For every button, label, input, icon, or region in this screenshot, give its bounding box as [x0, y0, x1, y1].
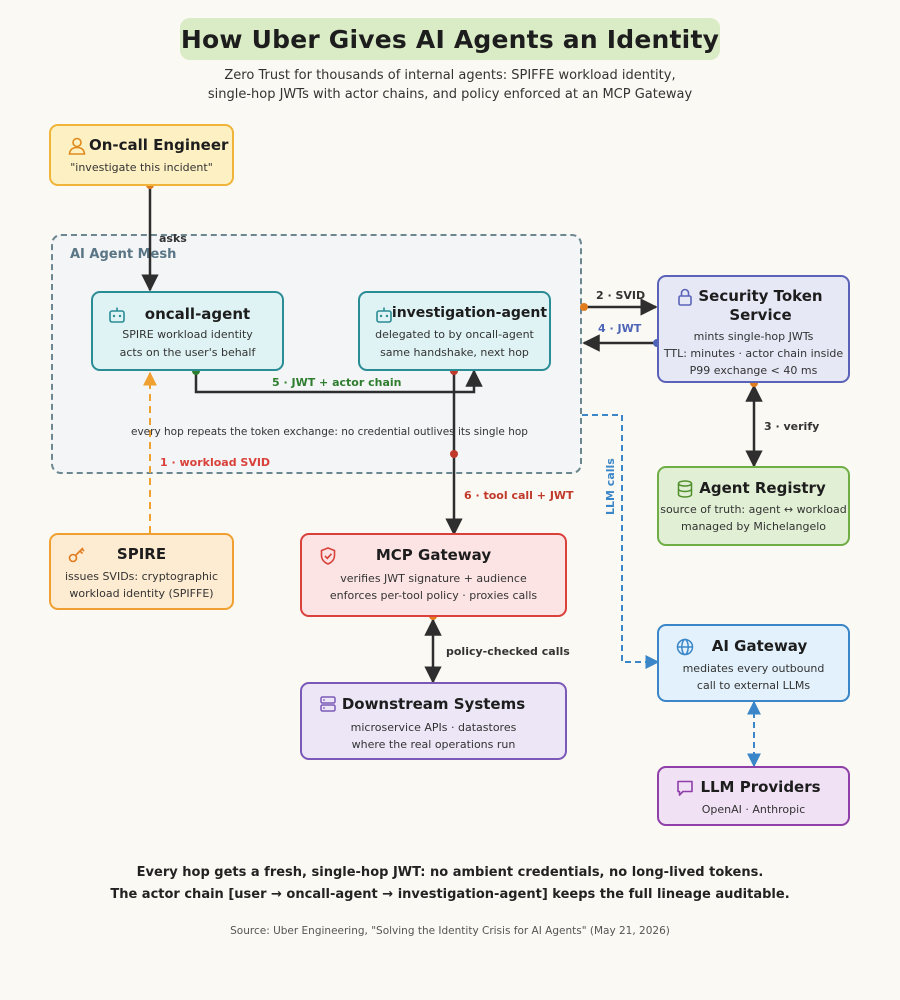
node-desc-1: mints single-hop JWTs [693, 330, 814, 343]
node-title: On-call Engineer [89, 136, 229, 154]
chat-icon [677, 780, 693, 796]
node-title: MCP Gateway [375, 546, 492, 564]
node-desc-1: delegated to by oncall-agent [375, 328, 534, 341]
node-mcp-gateway[interactable]: MCP Gateway verifies JWT signature + aud… [300, 533, 567, 617]
robot-icon [109, 307, 125, 323]
node-title-2: Service [729, 306, 792, 324]
edge-label-verify: 3 · verify [764, 420, 820, 433]
source-credit: Source: Uber Engineering, "Solving the I… [230, 925, 670, 937]
edge-label-llm-calls: LLM calls [604, 458, 617, 515]
node-desc-3: P99 exchange < 40 ms [689, 364, 818, 377]
edge-label-tool-call: 6 · tool call + JWT [464, 489, 574, 502]
edge-label-jwt-actor: 5 · JWT + actor chain [272, 376, 402, 389]
node-oncall-agent[interactable]: oncall-agent SPIRE workload identity act… [91, 291, 284, 371]
server-icon [320, 696, 336, 712]
globe-icon [676, 638, 694, 656]
person-icon [68, 137, 86, 155]
database-icon [677, 480, 693, 498]
node-desc-2: where the real operations run [351, 738, 516, 751]
node-desc-1: mediates every outbound [682, 662, 825, 675]
node-desc-2: call to external LLMs [696, 679, 811, 692]
edge-jwt-actor [194, 369, 483, 394]
edge-label-asks: asks [159, 232, 187, 245]
edge-label-jwt-back: 4 · JWT [598, 322, 642, 335]
node-desc-2: enforces per-tool policy · proxies calls [329, 589, 538, 602]
node-spire[interactable]: SPIRE issues SVIDs: cryptographic worklo… [49, 533, 234, 610]
node-title: oncall-agent [144, 305, 251, 323]
node-title: SPIRE [116, 545, 167, 563]
node-llm-providers[interactable]: LLM Providers OpenAI · Anthropic [657, 766, 850, 826]
node-desc-1: SPIRE workload identity [122, 328, 253, 341]
node-desc-1: issues SVIDs: cryptographic [64, 570, 219, 583]
node-downstream-systems[interactable]: Downstream Systems microservice APIs · d… [300, 682, 567, 760]
node-desc-1: OpenAI · Anthropic [701, 803, 806, 816]
node-title: Agent Registry [699, 479, 826, 497]
node-title: investigation-agent [391, 305, 548, 321]
node-desc-2: same handshake, next hop [380, 346, 529, 359]
lock-icon [678, 288, 692, 306]
node-agent-registry[interactable]: Agent Registry source of truth: agent ↔ … [657, 466, 850, 546]
key-icon [68, 547, 85, 563]
footer-line-1: Every hop gets a fresh, single-hop JWT: … [136, 865, 764, 880]
edge-llm-calls [582, 414, 660, 669]
subtitle-line-1: Zero Trust for thousands of internal age… [224, 68, 676, 83]
robot-icon [376, 307, 392, 323]
node-desc-1: microservice APIs · datastores [350, 721, 517, 734]
footer-line-2: The actor chain [user → oncall-agent → i… [110, 887, 790, 902]
node-title: Downstream Systems [341, 695, 526, 713]
node-ai-gateway[interactable]: AI Gateway mediates every outbound call … [657, 624, 850, 702]
node-oncall-engineer[interactable]: On-call Engineer "investigate this incid… [49, 124, 234, 186]
node-title: AI Gateway [711, 637, 808, 655]
title-banner: How Uber Gives AI Agents an Identity [180, 18, 720, 60]
node-desc-2: workload identity (SPIFFE) [69, 587, 214, 600]
node-security-token-service[interactable]: Security Token Service mints single-hop … [657, 275, 850, 383]
node-desc-2: acts on the user's behalf [119, 346, 256, 359]
node-desc-2: managed by Michelangelo [680, 520, 827, 533]
node-investigation-agent[interactable]: investigation-agent delegated to by onca… [358, 291, 551, 371]
edge-label-policy: policy-checked calls [446, 645, 570, 658]
node-desc-1: verifies JWT signature + audience [340, 572, 527, 585]
node-title: LLM Providers [700, 778, 821, 796]
edge-label-svid-issue: 1 · workload SVID [160, 456, 271, 469]
node-desc-2: TTL: minutes · actor chain inside [663, 347, 844, 360]
node-desc-1: source of truth: agent ↔ workload [660, 503, 847, 516]
page-title: How Uber Gives AI Agents an Identity [180, 24, 720, 54]
node-desc: "investigate this incident" [70, 161, 213, 174]
edge-tool-call-dot-mid [450, 450, 458, 458]
mesh-note: every hop repeats the token exchange: no… [131, 426, 528, 438]
edge-label-to-sts: 2 · SVID [596, 289, 646, 302]
edge-to-sts-dot [580, 303, 588, 311]
node-title-1: Security Token [698, 287, 823, 305]
shield-icon [320, 547, 336, 565]
subtitle-line-2: single-hop JWTs with actor chains, and p… [207, 87, 693, 102]
